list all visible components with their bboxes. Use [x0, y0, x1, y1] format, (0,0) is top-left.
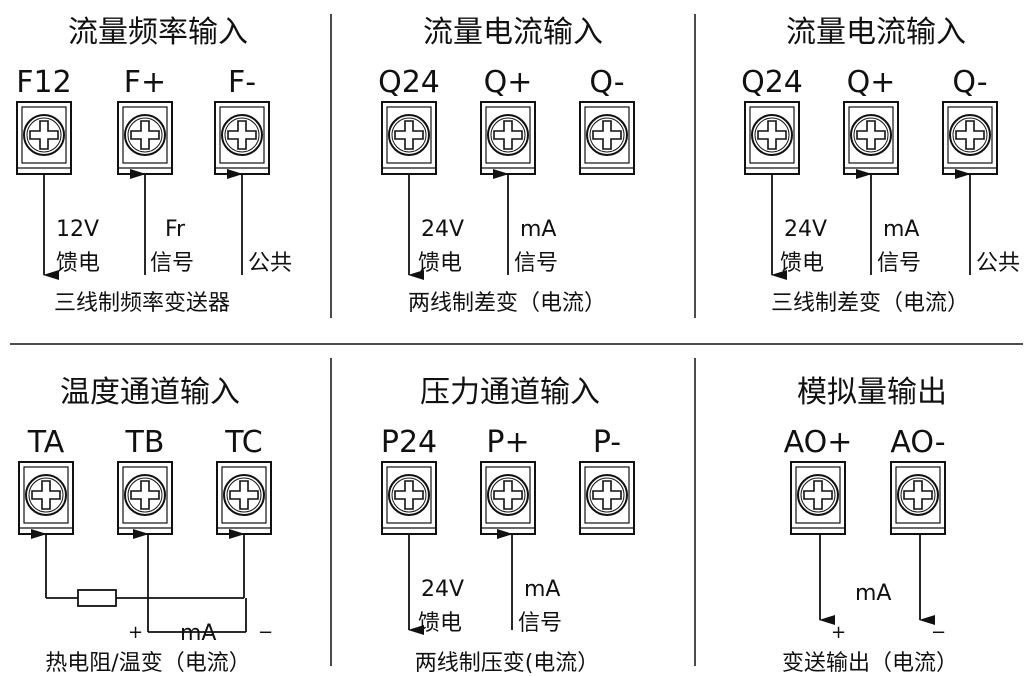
panel-caption: 两线制差变（电流） [408, 291, 606, 316]
screw-terminal-icon [214, 101, 270, 175]
panel-caption: 热电阻/温变（电流） [45, 651, 250, 676]
current-label: mA [855, 581, 891, 606]
terminal-label: F- [228, 65, 256, 100]
wire-label-top: 12V [56, 217, 99, 242]
terminal-label: Q- [589, 65, 624, 100]
wire-label-bottom: 公共 [248, 251, 292, 276]
panel-title: 流量频率输入 [68, 15, 248, 50]
panel-title: 模拟量输出 [797, 375, 947, 410]
terminal-label: TB [125, 425, 165, 460]
panel-flow-current-2wire: 流量电流输入 Q24 Q+ Q- 24V 馈电 mA 信号 两线制差变（电流） [378, 15, 635, 316]
screw-terminal-icon [790, 461, 846, 535]
wire-label-top: mA [883, 217, 919, 242]
terminal-label: AO- [890, 425, 945, 460]
screw-terminal-icon [843, 101, 899, 175]
panel-pressure: 压力通道输入 P24 P+ P- 24V 馈电 mA 信号 两线制压变(电流） [381, 375, 635, 676]
screw-terminal-icon [117, 461, 173, 535]
wire-label-bottom: 馈电 [418, 611, 462, 636]
polarity-minus: − [931, 622, 946, 643]
resistor-icon [77, 589, 117, 607]
screw-terminal-icon [942, 101, 998, 175]
current-label: mA [180, 621, 216, 646]
wire-label-top: Fr [165, 217, 186, 242]
panel-title: 流量电流输入 [423, 15, 603, 50]
wire-label-bottom: 馈电 [418, 251, 462, 276]
terminal-label: F12 [16, 65, 71, 100]
terminal-label: Q24 [378, 65, 440, 100]
wire-label-top: 24V [421, 577, 464, 602]
terminal-label: Q+ [847, 65, 896, 100]
wire-label-bottom: 馈电 [56, 251, 100, 276]
wire-label-bottom: 信号 [518, 611, 562, 636]
wire-label-top: 24V [784, 217, 827, 242]
wire-label-top: mA [520, 217, 556, 242]
screw-terminal-icon [381, 101, 437, 175]
wire-label-bottom: 信号 [514, 251, 558, 276]
terminal-label: P24 [381, 425, 437, 460]
screw-terminal-icon [579, 101, 635, 175]
panel-analog-output: 模拟量输出 AO+ AO- mA + − 变送输出（电流） [782, 375, 958, 676]
terminal-label: TC [224, 425, 263, 460]
screw-terminal-icon [579, 461, 635, 535]
panel-title: 温度通道输入 [60, 375, 240, 410]
panel-flow-current-3wire: 流量电流输入 Q24 Q+ Q- 24V 馈电 mA 信号 公共 三线制差变（电… [741, 15, 1020, 316]
terminal-label: F+ [124, 65, 166, 100]
terminal-label: Q24 [741, 65, 803, 100]
panel-caption: 三线制差变（电流） [771, 291, 969, 316]
wire-label-top: mA [524, 577, 560, 602]
screw-terminal-icon [18, 461, 74, 535]
polarity-plus: + [128, 622, 143, 643]
panel-flow-frequency: 流量频率输入 F12 F+ F- 12V 馈电 Fr 信号 公共 三线制频率变送… [16, 15, 292, 316]
terminal-label: P- [593, 425, 621, 460]
panel-title: 流量电流输入 [786, 15, 966, 50]
wire-label-top: 24V [421, 217, 464, 242]
terminal-label: Q+ [484, 65, 533, 100]
panel-title: 压力通道输入 [420, 375, 600, 410]
polarity-minus: − [258, 622, 273, 643]
screw-terminal-icon [216, 461, 272, 535]
screw-terminal-icon [480, 101, 536, 175]
screw-terminal-icon [16, 101, 72, 175]
wire-label-bottom: 公共 [976, 251, 1020, 276]
wire-label-bottom: 信号 [150, 251, 194, 276]
screw-terminal-icon [890, 461, 946, 535]
terminal-label: AO+ [784, 425, 853, 460]
screw-terminal-icon [480, 461, 536, 535]
terminal-label: Q- [952, 65, 987, 100]
panel-temperature: 温度通道输入 TA TB TC + mA − 热电阻/温变（电流） [18, 375, 273, 676]
wire-label-bottom: 馈电 [780, 251, 824, 276]
polarity-plus: + [831, 622, 846, 643]
screw-terminal-icon [117, 101, 173, 175]
panel-caption: 两线制压变(电流） [415, 651, 600, 676]
terminal-label: TA [27, 425, 65, 460]
wire-label-bottom: 信号 [877, 251, 921, 276]
panel-caption: 三线制频率变送器 [54, 291, 230, 316]
terminal-label: P+ [486, 425, 529, 460]
screw-terminal-icon [744, 101, 800, 175]
screw-terminal-icon [381, 461, 437, 535]
panel-caption: 变送输出（电流） [782, 651, 958, 676]
